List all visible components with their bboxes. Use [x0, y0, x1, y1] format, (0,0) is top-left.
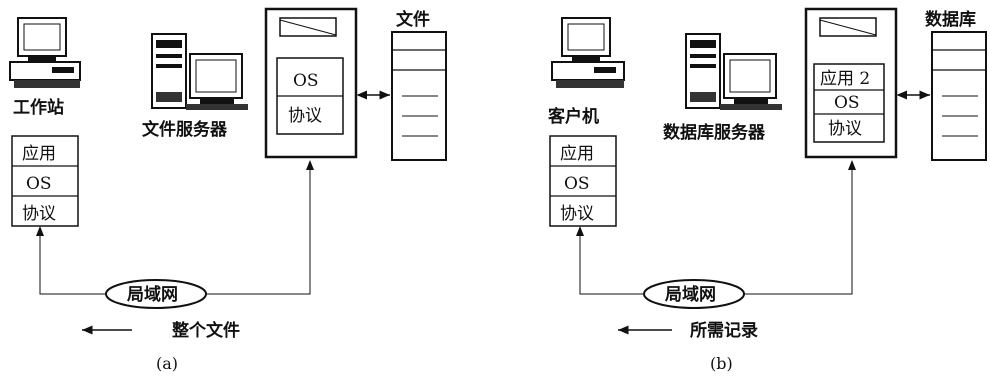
server-b-layer-2: OS — [834, 93, 860, 113]
server-a-layer-1: OS — [293, 71, 319, 91]
stack-b-layer-1: 应用 — [560, 144, 594, 164]
lan-a-label: 局域网 — [127, 284, 178, 305]
stack-a-layer-1: 应用 — [22, 144, 56, 164]
lan-a-right-line — [206, 166, 310, 294]
database-storage-icon — [932, 32, 986, 160]
file-storage-icon — [392, 32, 446, 160]
db-server-cabinet: 应用 2 OS 协议 — [806, 9, 896, 157]
caption-a: (a) — [156, 354, 178, 373]
lan-b-right-line — [744, 166, 852, 294]
stack-a-layer-3: 协议 — [22, 204, 56, 224]
lan-a-left-line — [40, 232, 106, 294]
workstation-icon — [10, 18, 80, 88]
client-computer-icon — [552, 18, 624, 88]
client-protocol-stack-a: 应用 OS 协议 — [12, 136, 78, 226]
db-label: 数据库 — [925, 9, 976, 30]
files-label: 文件 — [396, 9, 430, 30]
workstation-label: 工作站 — [13, 97, 64, 118]
stack-a-layer-2: OS — [26, 174, 52, 194]
client-label: 客户机 — [547, 106, 599, 127]
db-server-computer-icon — [686, 34, 782, 110]
lan-b-left-line — [580, 232, 644, 294]
stack-b-layer-3: 协议 — [560, 204, 594, 224]
db-server-label: 数据库服务器 — [663, 122, 766, 143]
client-protocol-stack-b: 应用 OS 协议 — [550, 136, 616, 226]
server-b-layer-3: 协议 — [828, 119, 862, 139]
transfer-label-a: 整个文件 — [172, 320, 240, 341]
transfer-label-b: 所需记录 — [690, 321, 758, 341]
lan-b-label: 局域网 — [665, 284, 716, 305]
caption-b: (b) — [710, 354, 733, 373]
file-server-cabinet: OS 协议 — [266, 9, 356, 157]
server-a-layer-2: 协议 — [288, 106, 322, 126]
file-server-label: 文件服务器 — [142, 119, 228, 140]
server-b-layer-1: 应用 2 — [820, 69, 870, 89]
file-server-computer-icon — [152, 34, 248, 110]
stack-b-layer-2: OS — [564, 174, 590, 194]
